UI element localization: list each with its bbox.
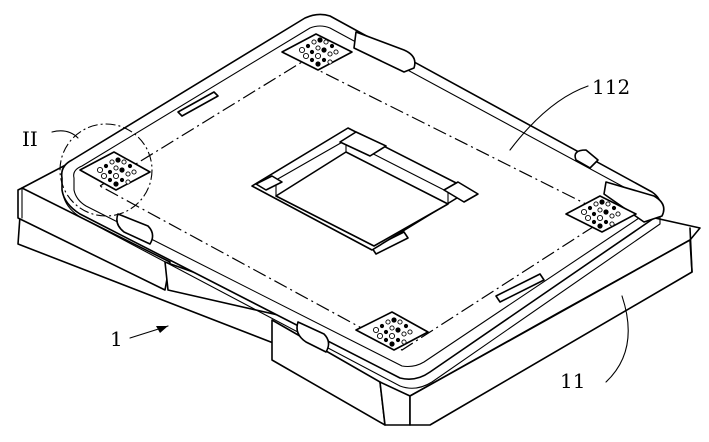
terminal-dot [101,173,106,178]
terminal-dot [404,324,408,328]
terminal-dot [384,330,388,334]
terminal-dot [408,330,412,334]
terminal-dot [398,320,402,324]
terminal-dot [108,170,112,174]
terminal-dot [299,47,304,52]
terminal-dot [402,340,406,344]
terminal-dot [110,160,114,164]
terminal-dot [306,44,310,48]
terminal-dot [612,206,616,210]
terminal-dot [402,332,406,336]
terminal-dot [594,202,598,206]
label-112: 112 [592,75,630,99]
terminal-dot [598,208,602,212]
terminal-dot [610,214,614,218]
terminal-dot [115,157,120,162]
terminal-dot [592,212,596,216]
terminal-dot [303,53,308,58]
terminal-dot [132,170,136,174]
terminal-dot [599,199,604,204]
label-1: 1 [110,327,123,351]
terminal-dot [386,320,390,324]
terminal-dot [390,326,394,330]
terminal-dot [328,52,332,56]
terminal-dot [317,37,322,42]
terminal-dot [380,324,384,328]
terminal-dot [330,44,334,48]
terminal-dot [384,338,388,342]
terminal-dot [310,50,314,54]
label-11: 11 [560,369,585,393]
terminal-dot [585,215,590,220]
terminal-dot [581,209,586,214]
terminal-dot [120,178,124,182]
terminal-dot [126,180,130,184]
terminal-dot [114,166,118,170]
terminal-dot [604,220,608,224]
terminal-dot [316,46,320,50]
terminal-dot [377,333,382,338]
terminal-dot [97,167,102,172]
terminal-dot [334,50,338,54]
terminal-dot [315,53,320,58]
terminal-dot [126,172,130,176]
terminal-dot [119,167,124,172]
label-II: II [22,127,38,151]
terminal-dot [328,60,332,64]
terminal-dot [610,222,614,226]
terminal-dot [606,202,610,206]
terminal-dot [616,212,620,216]
terminal-dot [113,173,118,178]
terminal-dot [597,223,602,228]
terminal-dot [128,164,132,168]
terminal-dot [588,206,592,210]
terminal-dot [310,58,314,62]
terminal-dot [104,164,108,168]
terminal-dot [396,338,400,342]
terminal-dot [315,61,320,66]
terminal-dot [592,220,596,224]
terminal-dot [603,209,608,214]
terminal-dot [389,333,394,338]
terminal-dot [597,215,602,220]
terminal-dot [389,341,394,346]
terminal-dot [321,47,326,52]
terminal-dot [108,178,112,182]
terminal-dot [395,327,400,332]
terminal-dot [113,181,118,186]
terminal-dot [324,40,328,44]
terminal-dot [391,317,396,322]
terminal-dot [322,58,326,62]
terminal-dot [122,160,126,164]
terminal-dot [312,40,316,44]
terminal-dot [373,327,378,332]
